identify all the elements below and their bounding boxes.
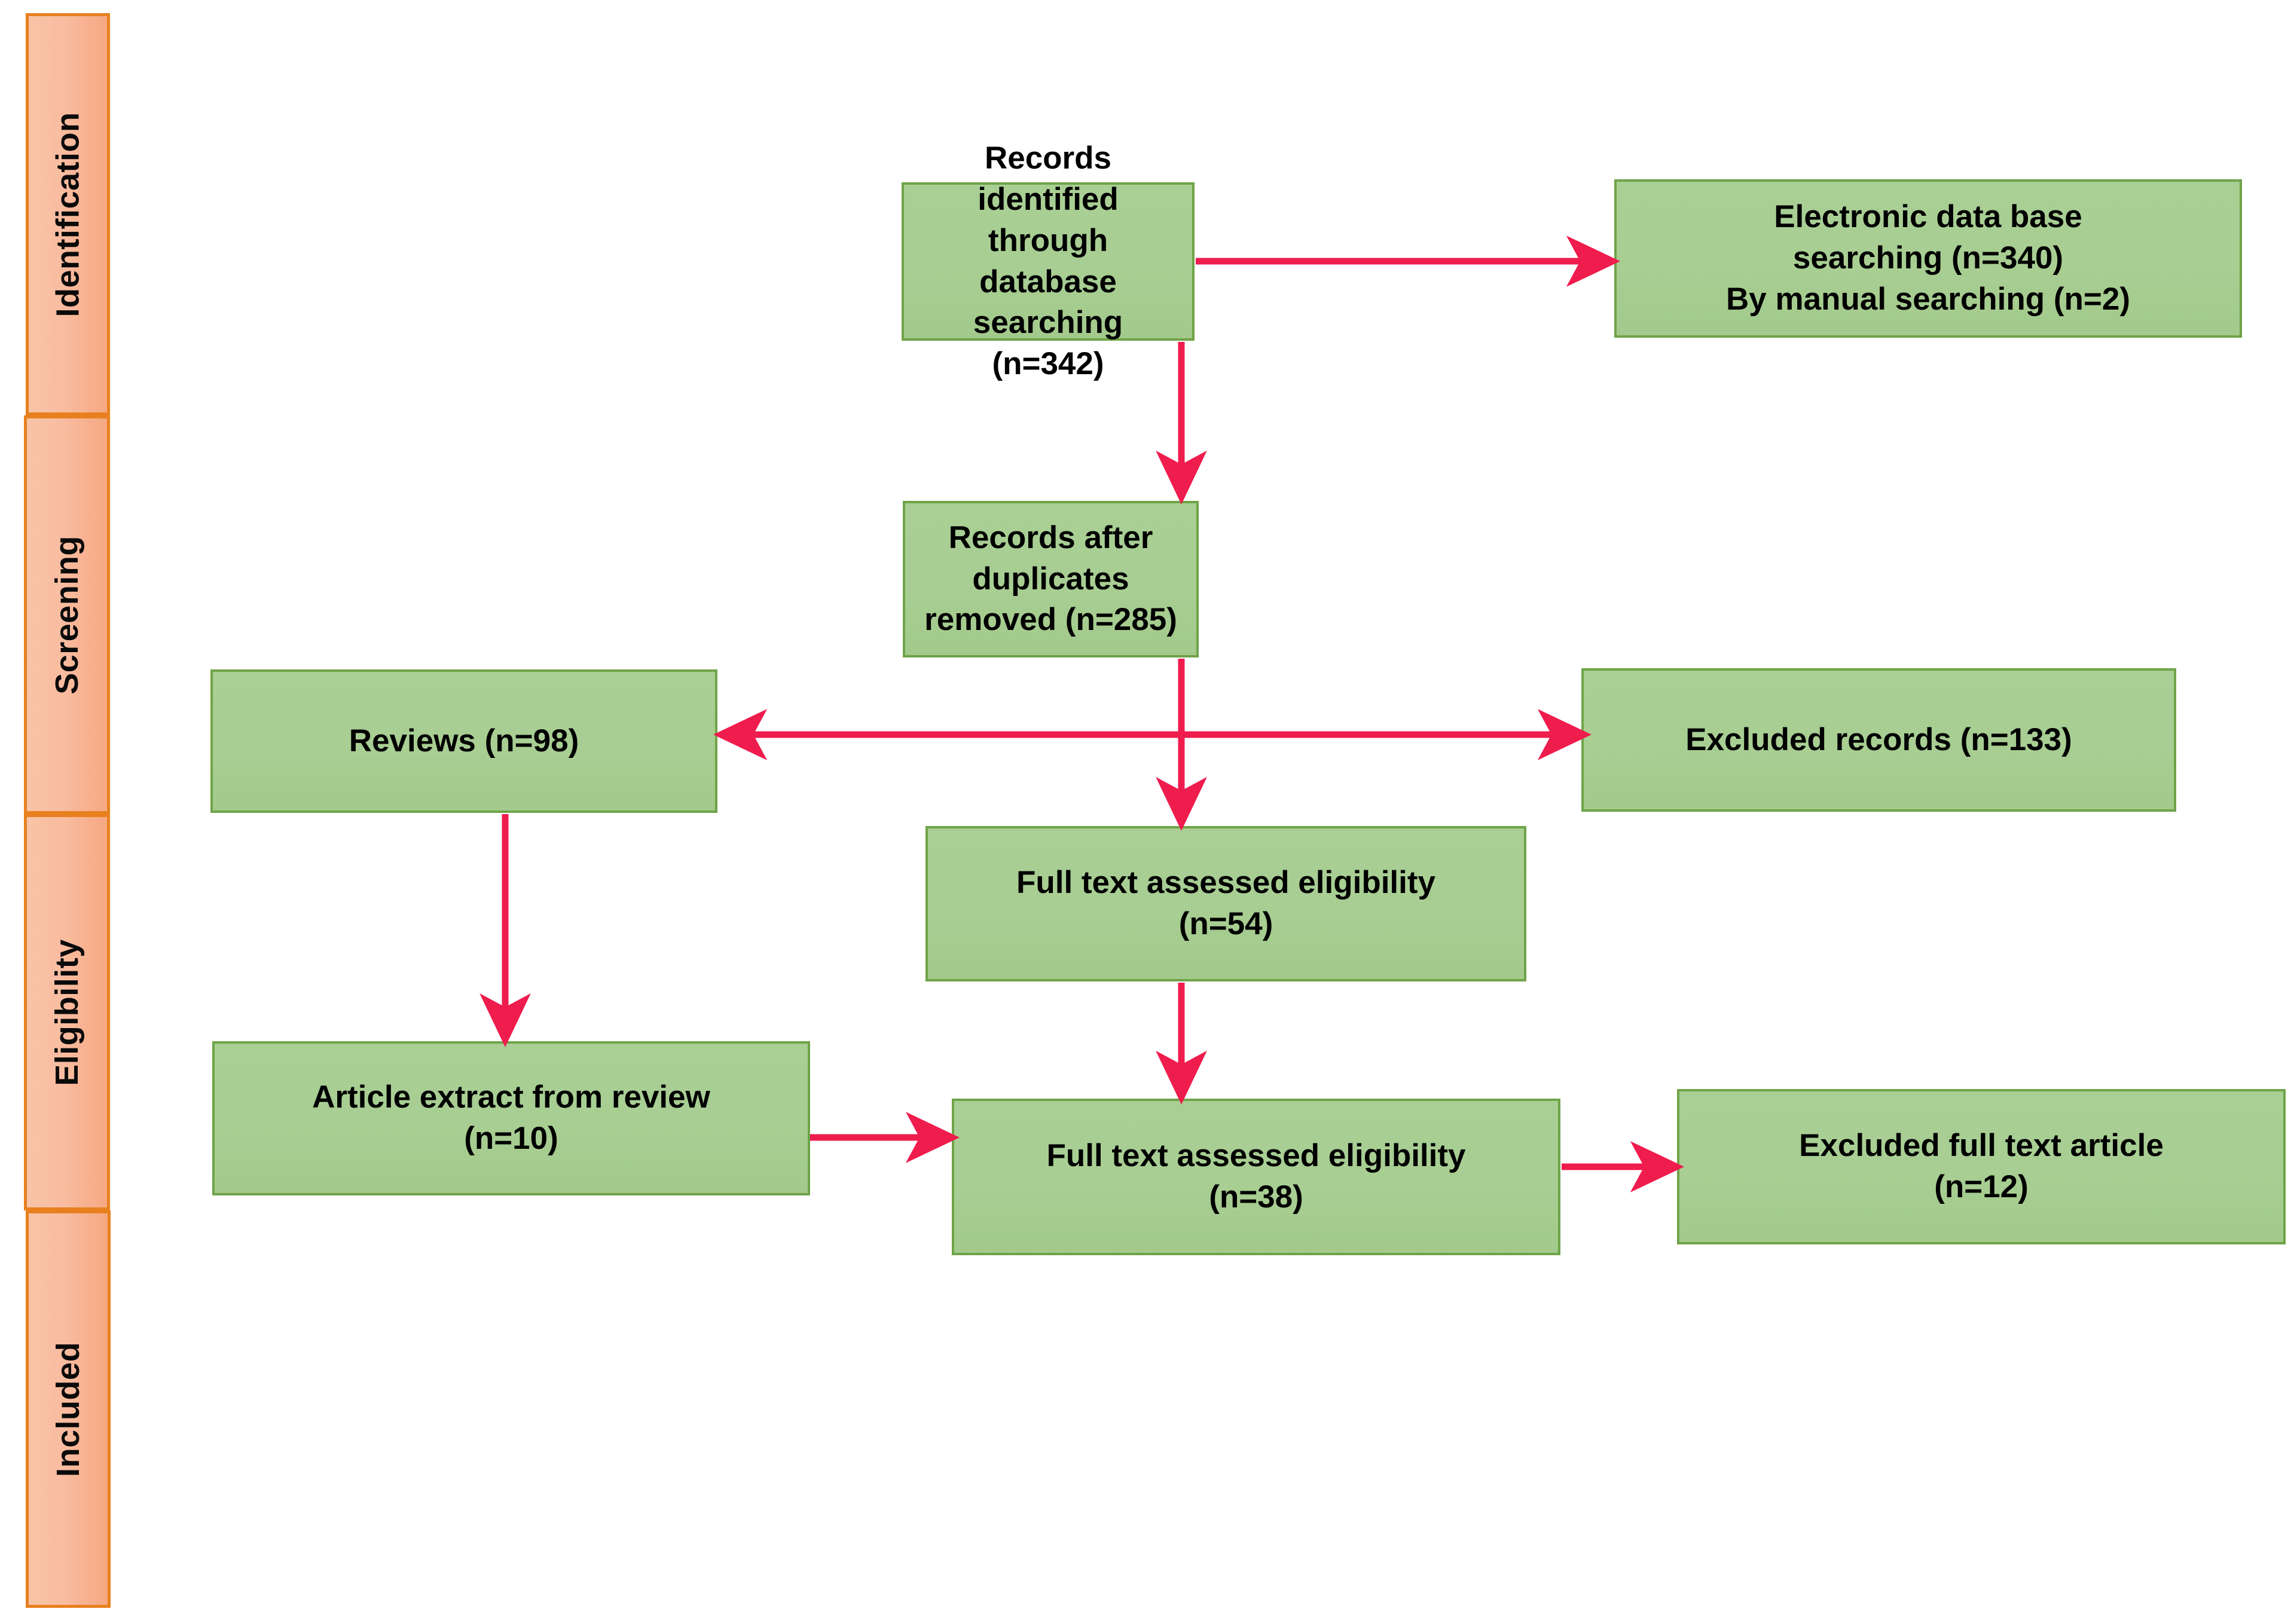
stage-band-eligibility: Eligibility: [24, 814, 110, 1210]
box-excluded-fulltext-label: Excluded full text article (n=12): [1799, 1128, 2164, 1204]
box-electronic-database[interactable]: Electronic data base searching (n=340) B…: [1614, 179, 2242, 338]
stage-band-screening: Screening: [24, 415, 110, 814]
box-records-identified-label: Records identified through database sear…: [973, 140, 1123, 382]
box-reviews-label: Reviews (n=98): [349, 723, 579, 759]
box-reviews[interactable]: Reviews (n=98): [210, 669, 717, 813]
box-fulltext-eligibility-54-label: Full text assessed eligibility (n=54): [1016, 865, 1436, 941]
box-records-after-duplicates-label: Records after duplicates removed (n=285): [924, 519, 1177, 638]
box-fulltext-eligibility-38[interactable]: Full text assessed eligibility (n=38): [952, 1099, 1560, 1255]
box-excluded-records-label: Excluded records (n=133): [1685, 721, 2072, 757]
stage-band-identification: Identification: [26, 13, 110, 415]
box-fulltext-eligibility-38-label: Full text assessed eligibility (n=38): [1046, 1138, 1466, 1215]
box-article-extract-review-label: Article extract from review (n=10): [312, 1079, 710, 1156]
box-article-extract-review[interactable]: Article extract from review (n=10): [212, 1041, 810, 1195]
box-excluded-records[interactable]: Excluded records (n=133): [1581, 668, 2176, 812]
box-records-after-duplicates[interactable]: Records after duplicates removed (n=285): [903, 501, 1199, 657]
box-excluded-fulltext[interactable]: Excluded full text article (n=12): [1677, 1089, 2286, 1244]
box-electronic-database-label: Electronic data base searching (n=340) B…: [1726, 199, 2130, 317]
stage-band-included: Included: [26, 1210, 111, 1608]
box-records-identified[interactable]: Records identified through database sear…: [902, 140, 1195, 381]
box-fulltext-eligibility-54[interactable]: Full text assessed eligibility (n=54): [925, 826, 1526, 981]
